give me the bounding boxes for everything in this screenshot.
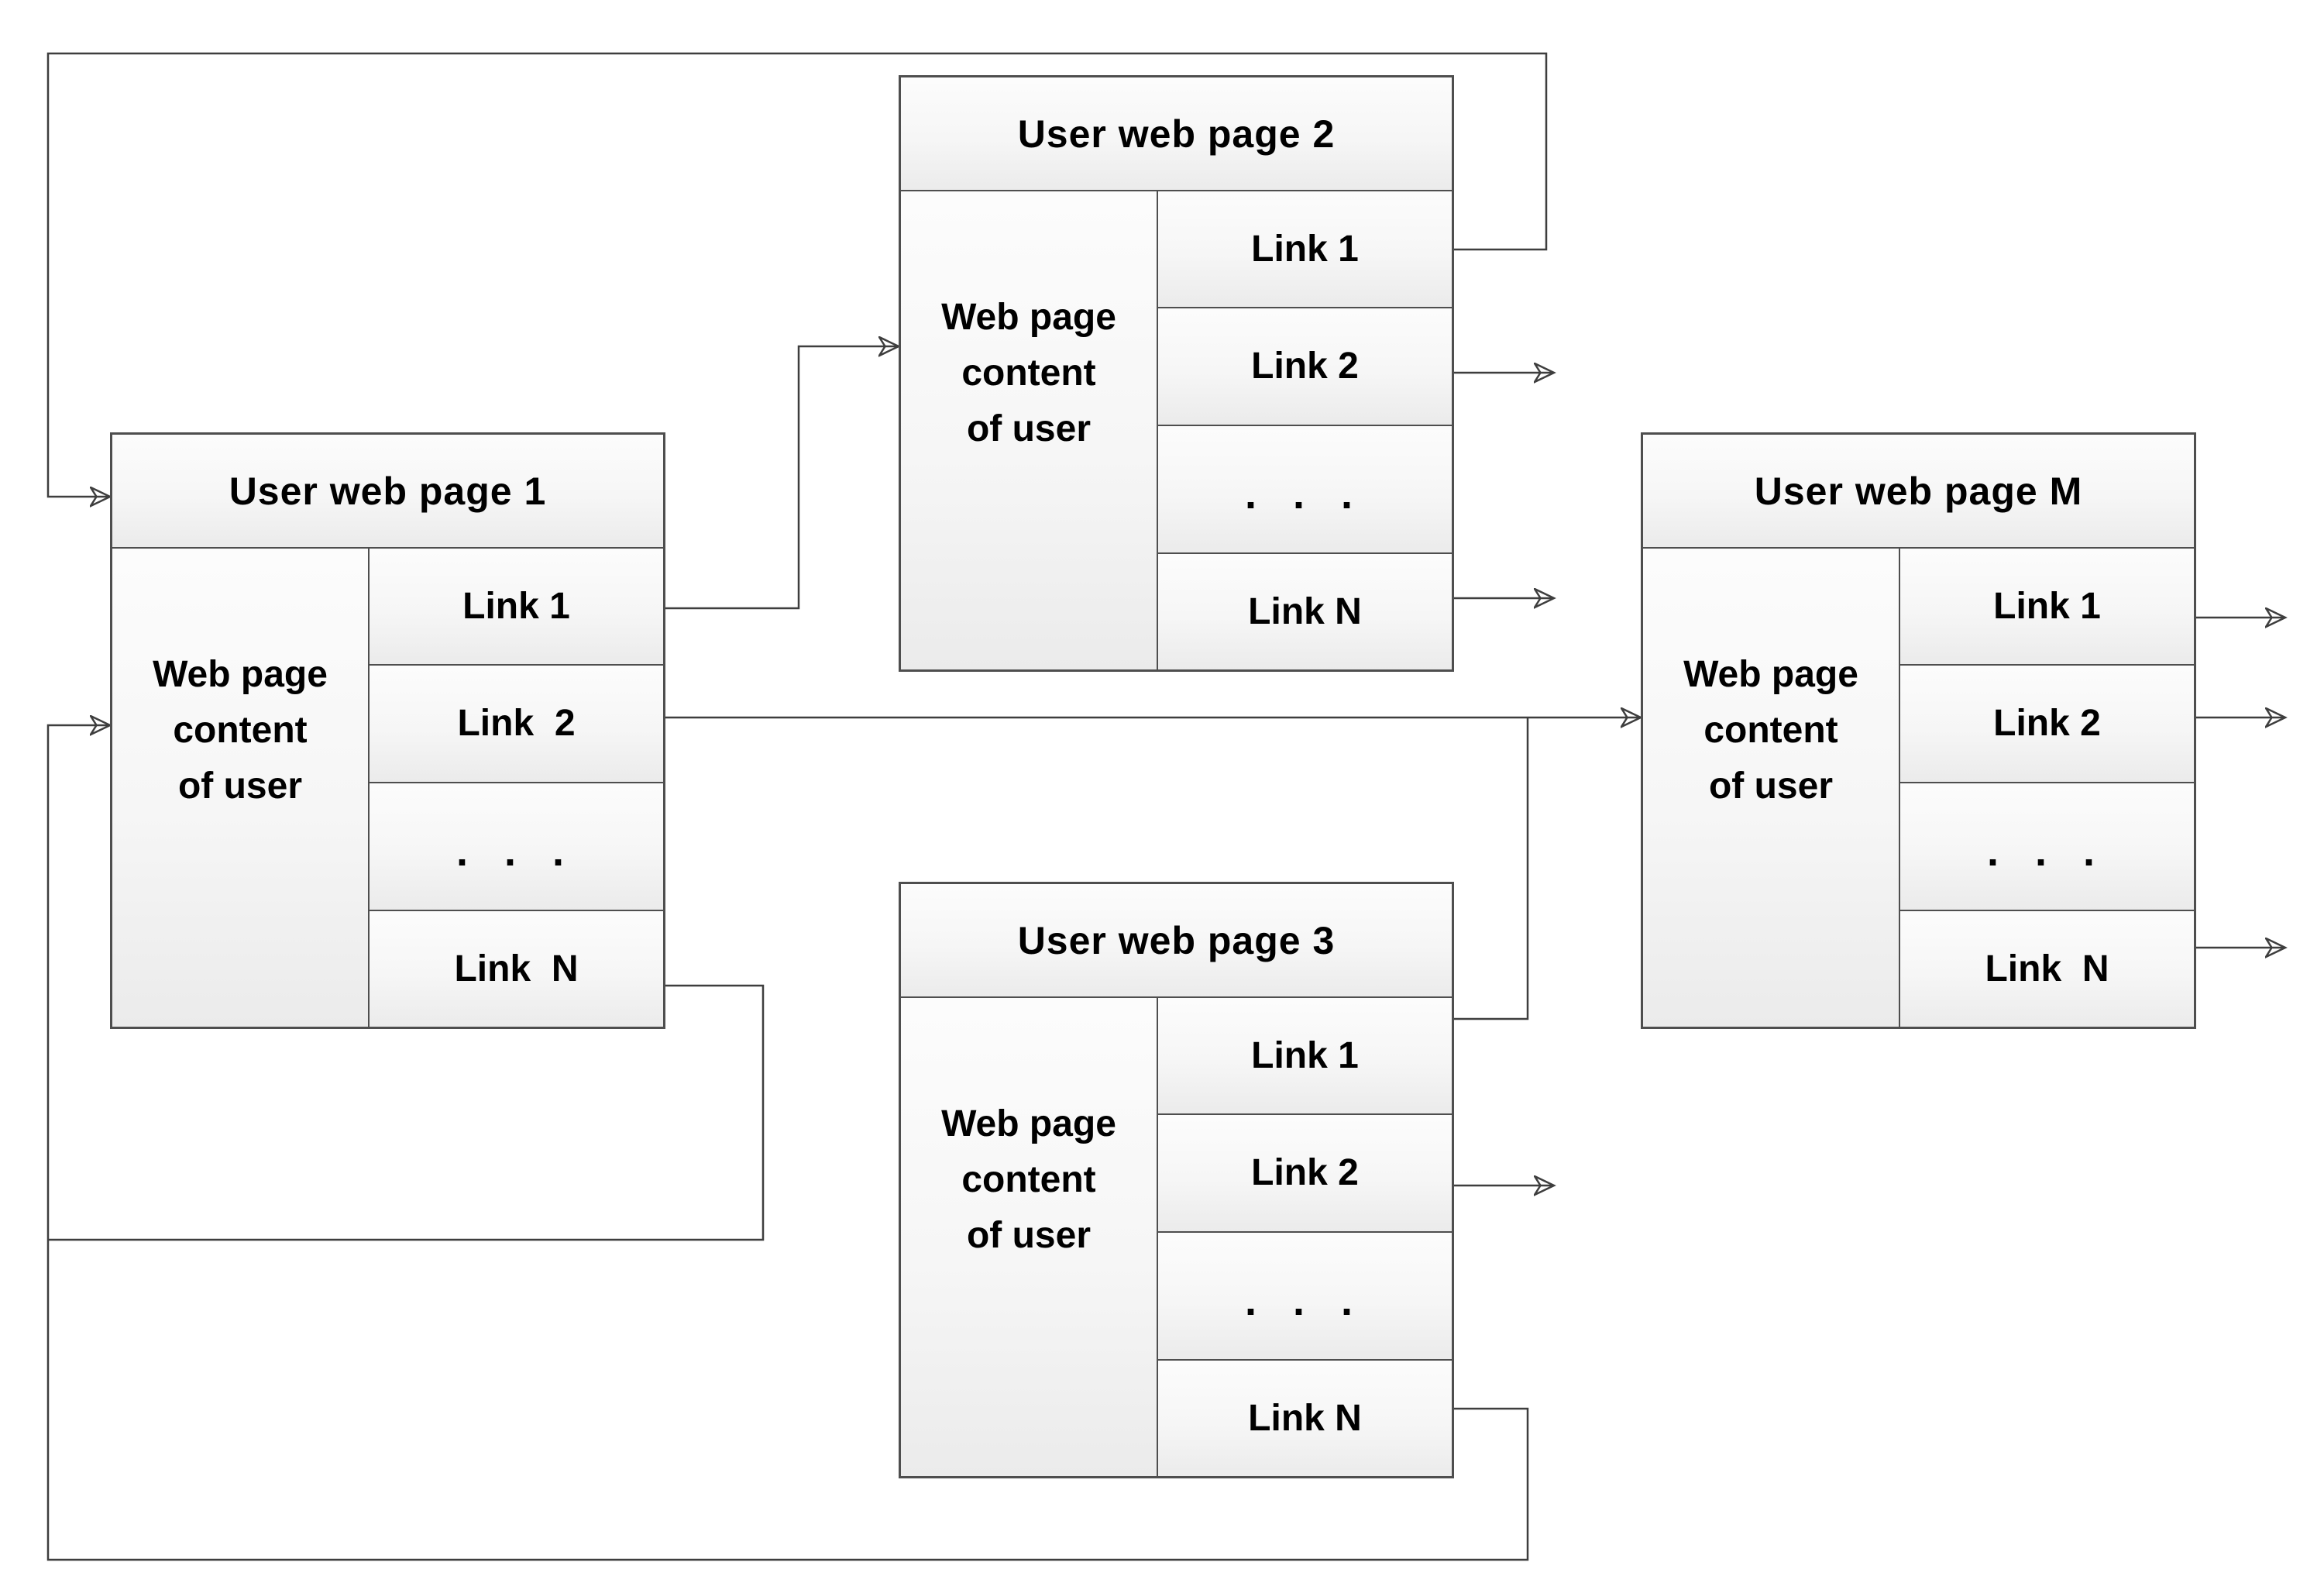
edge-page1-link1-to-page2 <box>665 346 899 610</box>
page-3-link-ellipsis-cell: . . . <box>1158 1230 1452 1359</box>
page-m-link-2-cell: Link 2 <box>1900 664 2194 782</box>
page-2-link-1-cell: Link 1 <box>1158 191 1452 308</box>
page-2-content-cell: Web page content of user <box>901 191 1157 669</box>
page-3-link-2-label: Link 2 <box>1251 1152 1359 1194</box>
page-1-content-cell: Web page content of user <box>112 549 368 1027</box>
page-2-link-2-cell: Link 2 <box>1158 307 1452 425</box>
edge-page3-linkN-to-page1 <box>46 725 1529 1561</box>
page-1-link-1-label: Link 1 <box>462 586 570 628</box>
page-2-link-1-label: Link 1 <box>1251 229 1359 270</box>
page-m-title: User web page M <box>1643 435 2194 549</box>
page-2-link-ellipsis-cell: . . . <box>1158 424 1452 552</box>
page-2-link-2-label: Link 2 <box>1251 346 1359 387</box>
page-1-links-column: Link 1 Link 2 . . . Link N <box>368 549 663 1027</box>
page-box-3: User web page 3 Web page content of user… <box>899 882 1454 1478</box>
page-1-link-2-label: Link 2 <box>457 703 576 745</box>
page-1-title-label: User web page 1 <box>229 469 547 513</box>
page-m-content-cell: Web page content of user <box>1643 549 1899 1027</box>
page-2-link-n-cell: Link N <box>1158 552 1452 669</box>
page-2-title-label: User web page 2 <box>1017 112 1336 156</box>
page-3-link-n-cell: Link N <box>1158 1358 1452 1476</box>
page-2-link-ellipsis-label: . . . <box>1244 471 1365 518</box>
page-3-title-label: User web page 3 <box>1017 918 1336 962</box>
edge-page2-link1-to-page1 <box>46 52 1548 497</box>
page-3-body: Web page content of user Link 1 Link 2 .… <box>901 998 1452 1476</box>
page-3-links-column: Link 1 Link 2 . . . Link N <box>1157 998 1452 1476</box>
page-m-link-n-cell: Link N <box>1900 909 2194 1027</box>
page-1-link-2-cell: Link 2 <box>370 664 663 782</box>
page-m-link-ellipsis-cell: . . . <box>1900 781 2194 910</box>
page-2-body: Web page content of user Link 1 Link 2 .… <box>901 191 1452 669</box>
page-box-2: User web page 2 Web page content of user… <box>899 75 1454 672</box>
page-1-link-ellipsis-cell: . . . <box>370 781 663 910</box>
page-3-link-1-label: Link 1 <box>1251 1035 1359 1077</box>
page-3-title: User web page 3 <box>901 884 1452 998</box>
page-1-link-1-cell: Link 1 <box>370 549 663 665</box>
page-2-content-label: Web page content of user <box>941 297 1116 449</box>
page-1-title: User web page 1 <box>112 435 663 549</box>
page-1-body: Web page content of user Link 1 Link 2 .… <box>112 549 663 1027</box>
edge-page3-link1-join <box>1452 718 1529 1020</box>
page-m-link-ellipsis-label: . . . <box>1986 828 2107 876</box>
edge-page1-linkN-join <box>48 984 765 1241</box>
page-1-link-n-cell: Link N <box>370 909 663 1027</box>
page-box-m: User web page M Web page content of user… <box>1641 432 2196 1029</box>
page-m-body: Web page content of user Link 1 Link 2 .… <box>1643 549 2194 1027</box>
page-m-link-2-label: Link 2 <box>1993 703 2101 745</box>
page-m-links-column: Link 1 Link 2 . . . Link N <box>1899 549 2194 1027</box>
page-3-content-cell: Web page content of user <box>901 998 1157 1476</box>
page-m-link-1-cell: Link 1 <box>1900 549 2194 665</box>
page-1-link-ellipsis-label: . . . <box>456 828 576 876</box>
page-m-link-n-label: Link N <box>1985 948 2109 989</box>
page-2-title: User web page 2 <box>901 77 1452 191</box>
page-1-link-n-label: Link N <box>454 948 579 989</box>
page-1-content-label: Web page content of user <box>153 654 328 807</box>
page-2-link-n-label: Link N <box>1248 590 1362 632</box>
page-2-links-column: Link 1 Link 2 . . . Link N <box>1157 191 1452 669</box>
page-3-link-ellipsis-label: . . . <box>1244 1278 1365 1325</box>
page-m-title-label: User web page M <box>1754 469 2083 513</box>
page-3-content-label: Web page content of user <box>941 1103 1116 1256</box>
page-m-content-label: Web page content of user <box>1683 654 1858 807</box>
page-3-link-2-cell: Link 2 <box>1158 1113 1452 1231</box>
page-3-link-1-cell: Link 1 <box>1158 998 1452 1114</box>
page-box-1: User web page 1 Web page content of user… <box>110 432 665 1029</box>
page-3-link-n-label: Link N <box>1248 1397 1362 1439</box>
page-m-link-1-label: Link 1 <box>1993 586 2101 628</box>
